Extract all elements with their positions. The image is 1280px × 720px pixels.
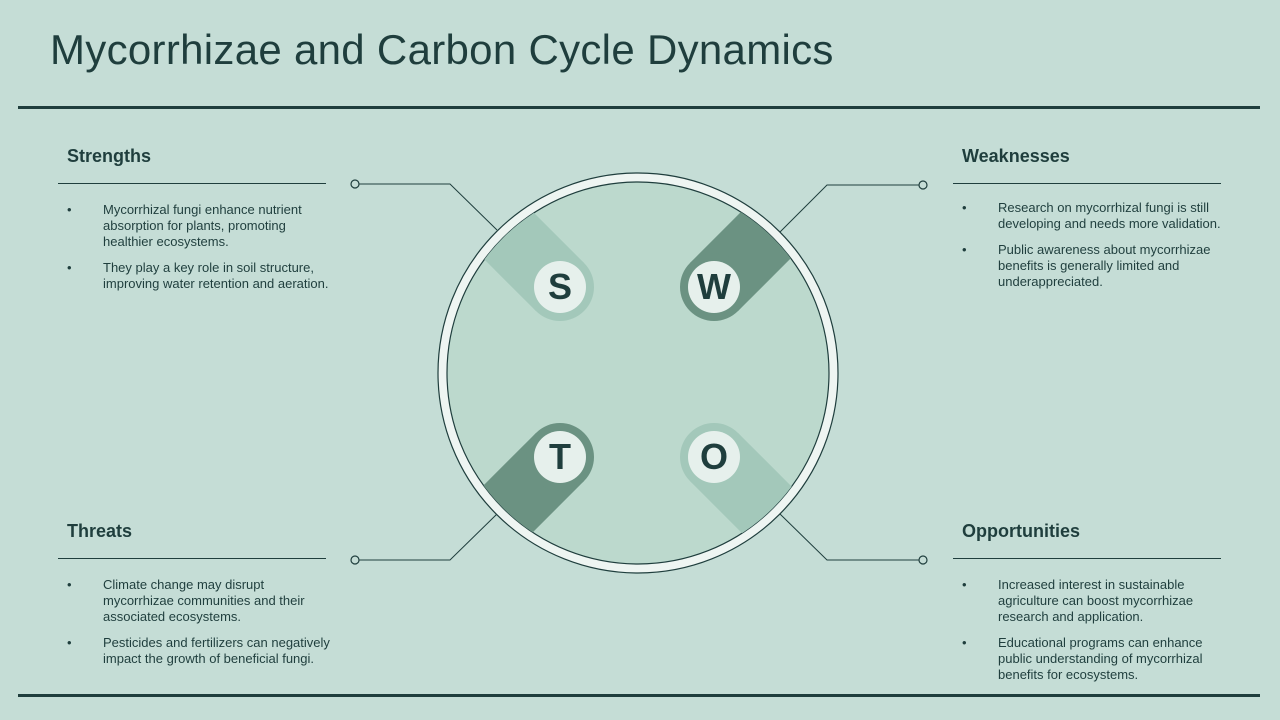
connector-dot-weaknesses xyxy=(918,180,928,190)
threats-heading: Threats xyxy=(67,521,133,541)
connector-dot-opportunities xyxy=(918,555,928,565)
letter-o: O xyxy=(699,436,728,477)
connector-strengths xyxy=(355,183,498,231)
inner-circle xyxy=(446,181,830,565)
list-item: Research on mycorrhizal fungi is still d… xyxy=(962,200,1228,232)
strengths-list: Mycorrhizal fungi enhance nutrient absor… xyxy=(67,202,333,292)
opportunities-underline xyxy=(953,558,1221,559)
connector-threats xyxy=(355,513,498,561)
bottom-divider xyxy=(18,694,1260,697)
opportunities-heading: Opportunities xyxy=(962,521,1080,541)
weaknesses-heading: Weaknesses xyxy=(962,146,1070,166)
list-item: Educational programs can enhance public … xyxy=(962,635,1228,683)
letter-w: W xyxy=(697,266,731,307)
list-item: Mycorrhizal fungi enhance nutrient absor… xyxy=(67,202,333,250)
top-divider xyxy=(18,106,1260,109)
strengths-heading: Strengths xyxy=(67,146,152,166)
connector-opportunities xyxy=(779,513,923,561)
strengths-underline xyxy=(58,183,326,184)
weaknesses-list: Research on mycorrhizal fungi is still d… xyxy=(962,200,1228,290)
weaknesses-underline xyxy=(953,183,1221,184)
letter-t: T xyxy=(549,436,571,477)
threats-list: Climate change may disrupt mycorrhizae c… xyxy=(67,577,333,667)
threats-underline xyxy=(58,558,326,559)
list-item: Climate change may disrupt mycorrhizae c… xyxy=(67,577,333,625)
list-item: They play a key role in soil structure, … xyxy=(67,260,333,292)
outer-ring xyxy=(437,172,839,574)
connector-dot-strengths xyxy=(350,179,360,189)
list-item: Public awareness about mycorrhizae benef… xyxy=(962,242,1228,290)
list-item: Increased interest in sustainable agricu… xyxy=(962,577,1228,625)
connector-weaknesses xyxy=(779,184,923,233)
connector-dot-threats xyxy=(350,555,360,565)
letter-s: S xyxy=(547,266,572,307)
opportunities-list: Increased interest in sustainable agricu… xyxy=(962,577,1228,683)
page-title: Mycorrhizae and Carbon Cycle Dynamics xyxy=(50,26,834,73)
list-item: Pesticides and fertilizers can negativel… xyxy=(67,635,333,667)
